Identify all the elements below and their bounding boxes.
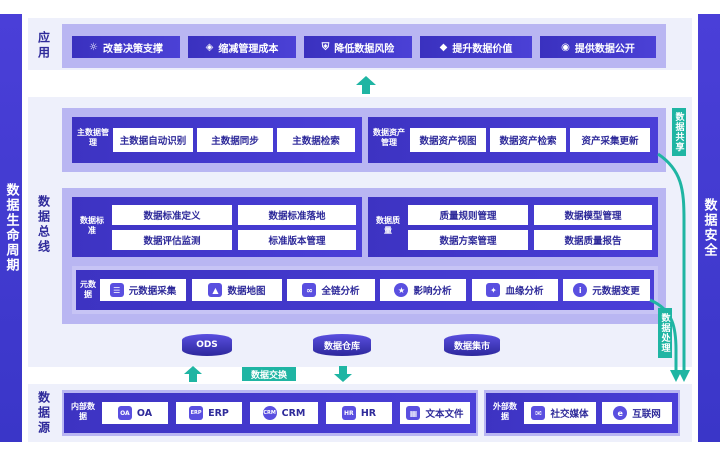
standard-label: 数据标准 [80, 216, 104, 235]
quality-item: 数据方案管理 [408, 230, 528, 250]
asset-item: 数据资产视图 [410, 128, 486, 152]
security-sidebar: 数据安全 [698, 14, 720, 442]
security-label: 数据安全 [701, 198, 717, 258]
source-item: ▦文本文件 [400, 402, 470, 424]
oa-icon: OA [117, 406, 132, 420]
master-data-item: 主数据同步 [197, 128, 273, 152]
quality-item: 质量规则管理 [408, 205, 528, 225]
arrow-up-icon [356, 76, 376, 94]
info-icon: i [573, 283, 588, 297]
map-icon: ▲ [208, 283, 223, 297]
diamond-icon: ◆ [439, 41, 448, 53]
meta-item: ★影响分析 [380, 279, 466, 301]
source-layer-label: 数据源 [36, 390, 51, 436]
share-tag: 数据共享 [672, 108, 686, 156]
internal-label: 内部数据 [71, 402, 95, 421]
arrow-up-icon [184, 366, 202, 382]
master-data-item: 主数据自动识别 [113, 128, 193, 152]
quality-label: 数据质量 [376, 216, 400, 235]
meta-item: ☰元数据采集 [100, 279, 186, 301]
master-data-label: 主数据管理 [77, 128, 109, 147]
lifecycle-label: 数据生命周期 [3, 183, 19, 273]
doc-icon: ▦ [406, 406, 421, 420]
database-icon: ☰ [109, 283, 124, 297]
asset-item: 数据资产检索 [490, 128, 566, 152]
meta-item: ▲数据地图 [192, 279, 282, 301]
db-ods: ODS [182, 334, 232, 356]
link-icon: ∞ [302, 283, 317, 297]
piggy-bank-icon: ◈ [205, 41, 214, 53]
bus-layer-label: 数据总线 [36, 195, 51, 255]
db-warehouse: 数据仓库 [313, 334, 371, 356]
ie-icon: e [613, 406, 628, 420]
standard-item: 数据评估监测 [112, 230, 232, 250]
source-item: ✉社交媒体 [524, 402, 596, 424]
quality-item: 数据模型管理 [534, 205, 652, 225]
meta-label: 元数据 [80, 280, 96, 299]
asset-item: 资产采集更新 [570, 128, 650, 152]
app-item: ◉提供数据公开 [540, 36, 656, 58]
arrow-down-icon [334, 366, 352, 382]
eye-icon: ◉ [561, 41, 570, 53]
standard-item: 数据标准定义 [112, 205, 232, 225]
quality-item: 数据质量报告 [534, 230, 652, 250]
app-layer-label: 应用 [36, 31, 51, 61]
exchange-tag: 数据交换 [242, 367, 296, 381]
meta-item: ✦血缘分析 [472, 279, 558, 301]
process-tag: 数据处理 [658, 308, 672, 358]
lifecycle-sidebar: 数据生命周期 [0, 14, 22, 442]
shield-icon: ⛨ [321, 41, 330, 53]
crm-icon: CRM [262, 406, 277, 420]
standard-item: 数据标准落地 [238, 205, 356, 225]
meta-item: ∞全链分析 [287, 279, 375, 301]
master-data-item: 主数据检索 [277, 128, 355, 152]
app-item: ◈缩减管理成本 [188, 36, 296, 58]
app-item: ☼改善决策支撑 [72, 36, 180, 58]
share-flow-arrow [649, 152, 690, 382]
app-item: ⛨降低数据风险 [304, 36, 412, 58]
app-item: ◆提升数据价值 [420, 36, 532, 58]
asset-label: 数据资产管理 [373, 128, 405, 147]
lineage-icon: ✦ [486, 283, 501, 297]
erp-icon: ERP [189, 406, 204, 420]
hr-icon: HR [341, 406, 356, 420]
lightbulb-icon: ☼ [89, 41, 98, 53]
medal-icon: ★ [394, 283, 409, 297]
standard-item: 标准版本管理 [238, 230, 356, 250]
social-icon: ✉ [531, 406, 546, 420]
external-label: 外部数据 [493, 402, 517, 421]
db-mart: 数据集市 [444, 334, 500, 356]
